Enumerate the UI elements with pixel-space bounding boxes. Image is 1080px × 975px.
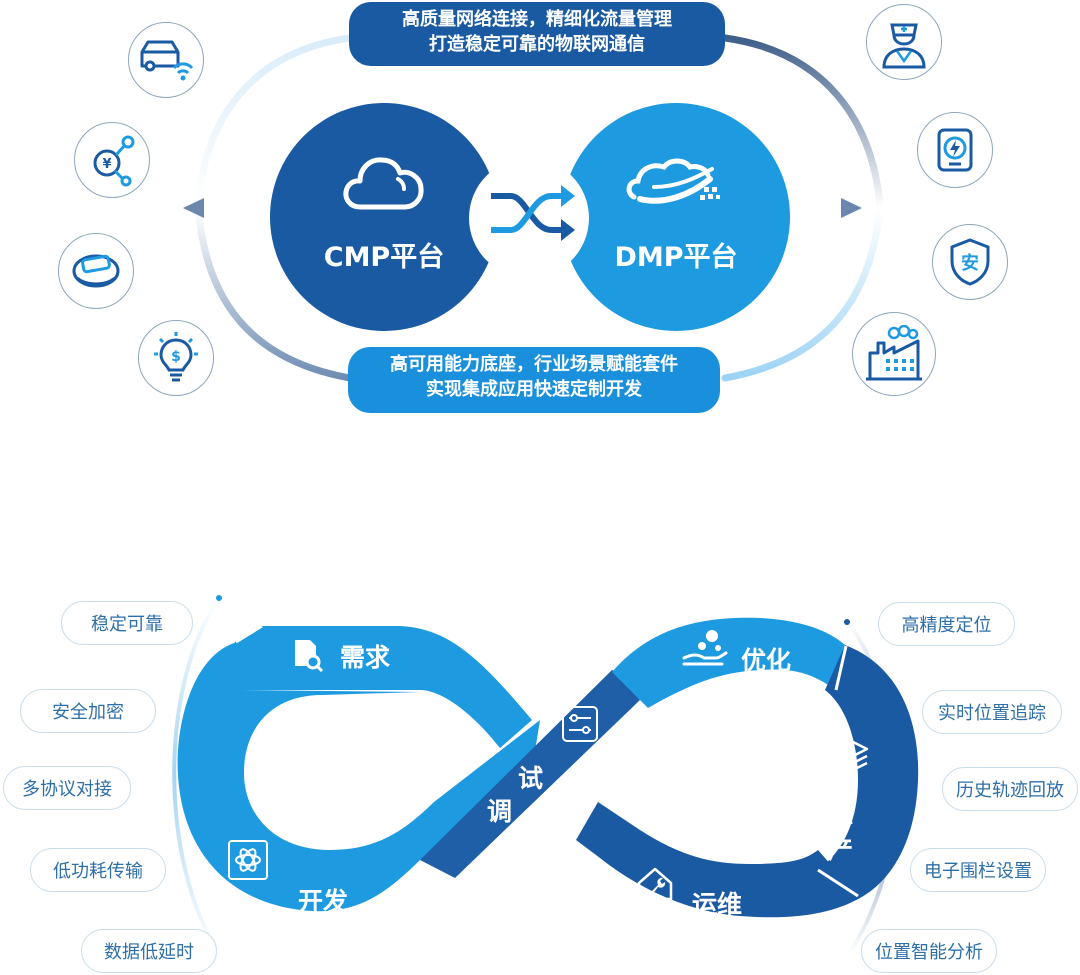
cloud-icon: [343, 157, 424, 210]
stage-debug-label-2: 试: [518, 764, 544, 793]
finance-network-icon-circle: ¥: [74, 122, 150, 198]
segment-ops: [576, 802, 860, 918]
right-feature-pill: 位置智能分析: [861, 929, 997, 973]
dmp-platform-circle: DMP平台: [562, 103, 790, 331]
wearable-band-icon: [72, 254, 120, 288]
power-meter-icon: [937, 128, 973, 172]
bottom-banner: 高可用能力底座，行业场景赋能套件 实现集成应用快速定制开发: [348, 347, 720, 413]
lightbulb-dollar-icon-circle: $: [138, 320, 214, 396]
left-arrow-marker: [183, 198, 204, 218]
bottom-banner-line2: 实现集成应用快速定制开发: [426, 379, 642, 400]
shuffle-arrows-icon: [491, 185, 575, 241]
power-meter-icon-circle: [917, 112, 993, 188]
finance-network-icon: ¥: [93, 135, 135, 187]
lightbulb-dollar-icon: $: [154, 332, 198, 382]
segment-mass: [818, 645, 919, 898]
infinity-loop-diagram: [172, 595, 919, 957]
svg-text:¥: ¥: [102, 157, 111, 172]
top-banner: 高质量网络连接，精细化流量管理 打造稳定可靠的物联网通信: [349, 2, 725, 66]
factory-icon: [866, 325, 922, 381]
home-wrench-icon: [637, 867, 673, 901]
stage-mass-label-1: 量: [828, 799, 854, 828]
stage-develop-label: 开发: [298, 887, 349, 916]
stage-ops-label: 运维: [692, 890, 743, 919]
right-feature-pill: 实时位置追踪: [922, 690, 1062, 734]
right-feature-pill: 电子围栏设置: [910, 848, 1046, 892]
layers-icon: [833, 739, 869, 772]
segment-debug: [420, 670, 640, 878]
dmp-platform-label: DMP平台: [614, 242, 738, 273]
wearable-band-icon-circle: [58, 233, 134, 309]
car-wifi-icon: [140, 40, 194, 81]
stage-demand-label: 需求: [340, 643, 391, 672]
sliders-icon: [562, 706, 598, 742]
cloud-data-icon: [626, 158, 720, 204]
hand-care-icon: [682, 630, 728, 666]
left-feature-pill: 多协议对接: [3, 766, 131, 810]
left-feature-pill: 低功耗传输: [30, 848, 166, 892]
segment-optimize: [612, 617, 845, 708]
right-feature-pill: 高精度定位: [878, 602, 1015, 646]
bottom-banner-line1: 高可用能力底座，行业场景赋能套件: [390, 354, 678, 375]
document-search-icon: [295, 640, 324, 672]
stage-mass-label-2: 产: [828, 835, 854, 864]
cmp-platform-label: CMP平台: [323, 242, 445, 273]
car-wifi-icon-circle: [128, 22, 204, 98]
stage-debug-label-1: 调: [487, 797, 513, 826]
shield-char: 安: [961, 252, 979, 274]
stage-optimize-label: 优化: [741, 646, 792, 675]
svg-text:$: $: [171, 349, 181, 365]
nurse-icon: [882, 23, 926, 69]
left-feature-pill: 稳定可靠: [61, 601, 193, 645]
right-arrow-marker: [841, 198, 862, 218]
cmp-platform-circle: CMP平台: [270, 103, 498, 331]
atom-icon: [228, 840, 268, 880]
segment-develop: [177, 642, 540, 912]
left-feature-pill: 安全加密: [20, 689, 156, 733]
factory-icon-circle: [852, 312, 936, 396]
security-shield-icon-circle: 安: [932, 224, 1008, 300]
top-banner-line2: 打造稳定可靠的物联网通信: [429, 34, 645, 55]
security-shield-icon: 安: [950, 238, 990, 286]
top-banner-line1: 高质量网络连接，精细化流量管理: [402, 9, 672, 30]
right-feature-pill: 历史轨迹回放: [942, 767, 1078, 811]
nurse-icon-circle: [866, 4, 942, 80]
left-feature-pill: 数据低延时: [81, 929, 217, 973]
top-ring-decoration: [183, 34, 884, 382]
